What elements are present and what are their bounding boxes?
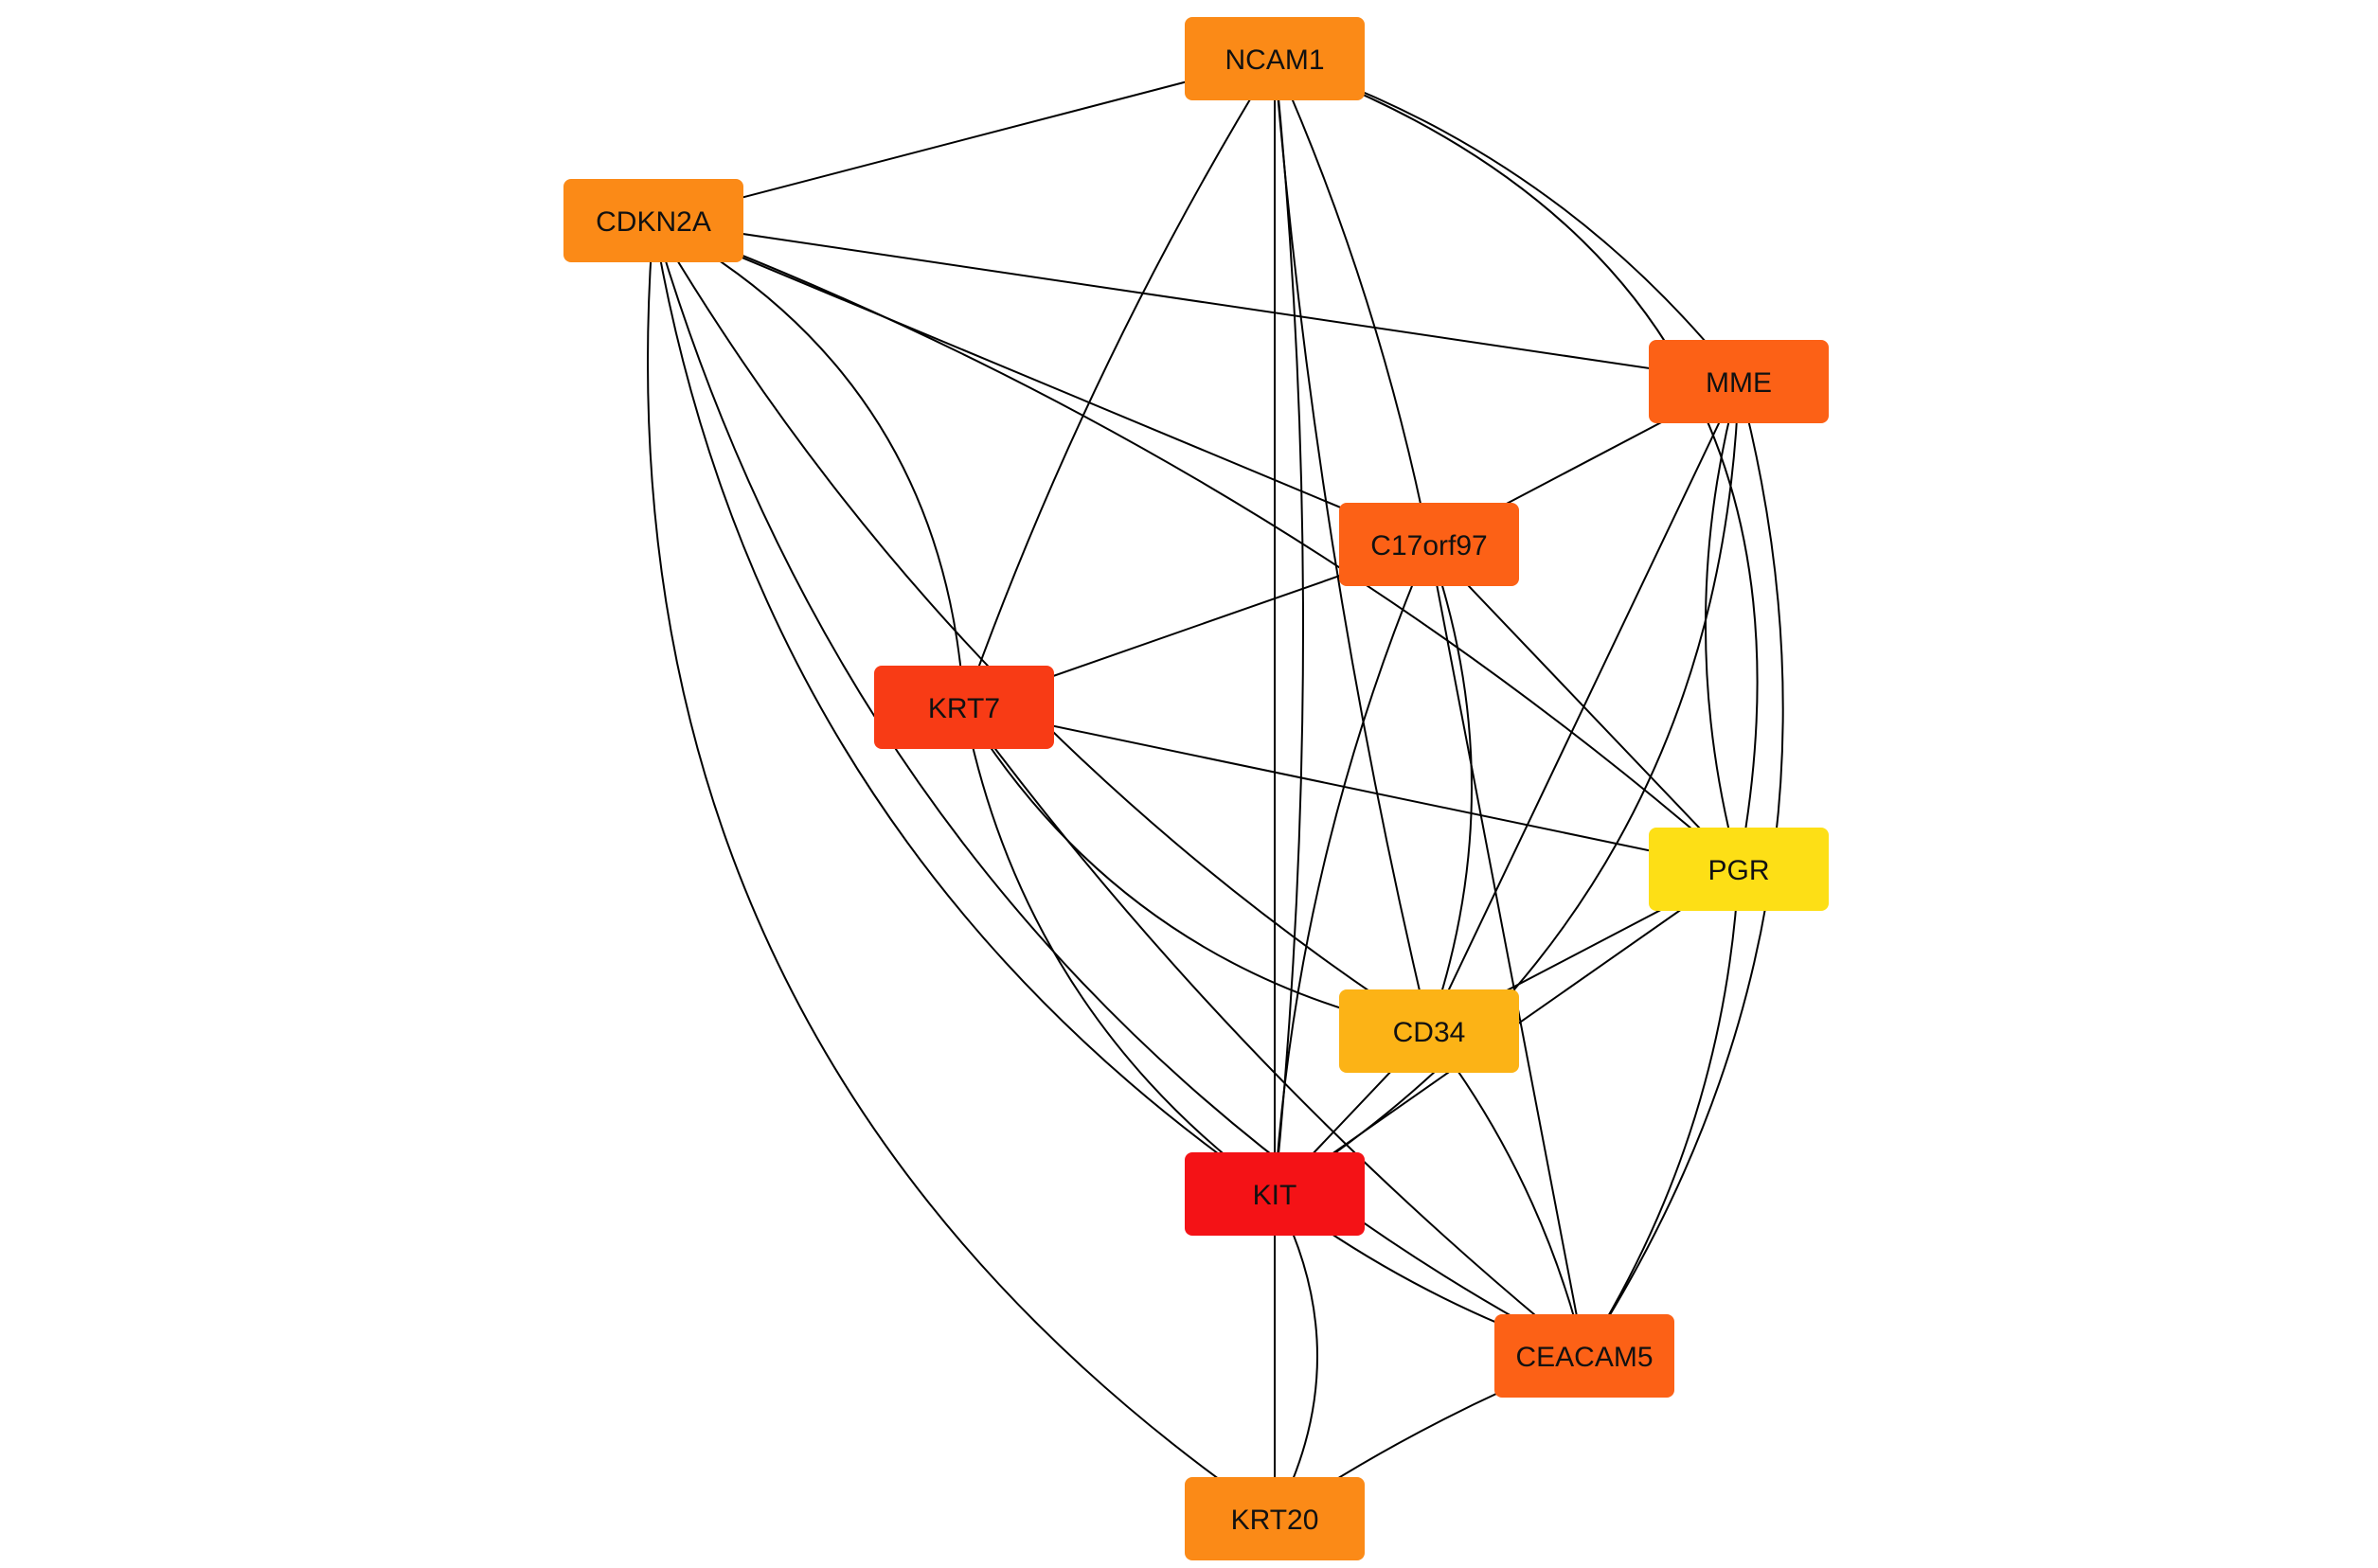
edge-c17orf97-kit bbox=[1274, 543, 1430, 1195]
edge-ncam1-c17orf97 bbox=[1274, 58, 1430, 545]
node-box[interactable] bbox=[1649, 828, 1829, 911]
node-label: PGR bbox=[1708, 855, 1769, 886]
node-box[interactable] bbox=[1185, 1152, 1365, 1236]
edge-cd34-ceacam5 bbox=[1428, 1030, 1585, 1357]
node-label: KIT bbox=[1253, 1180, 1297, 1211]
edge-mme-pgr bbox=[1705, 381, 1740, 870]
node-c17orf97[interactable]: C17orf97 bbox=[1339, 503, 1519, 586]
edge-krt7-ceacam5 bbox=[963, 706, 1585, 1357]
edge-c17orf97-ceacam5 bbox=[1428, 543, 1585, 1357]
node-ncam1[interactable]: NCAM1 bbox=[1185, 17, 1365, 100]
node-box[interactable] bbox=[1185, 17, 1365, 100]
node-label: CD34 bbox=[1393, 1017, 1466, 1048]
edge-cdkn2a-krt20 bbox=[647, 220, 1276, 1520]
edge-mme-kit bbox=[1274, 381, 1740, 1195]
edge-kit-krt20 bbox=[1274, 1193, 1318, 1520]
edge-c17orf97-cd34 bbox=[1428, 543, 1473, 1032]
node-box[interactable] bbox=[874, 666, 1054, 749]
node-mme[interactable]: MME bbox=[1649, 340, 1829, 423]
node-ceacam5[interactable]: CEACAM5 bbox=[1494, 1314, 1674, 1398]
node-box[interactable] bbox=[1649, 340, 1829, 423]
node-box[interactable] bbox=[1339, 503, 1519, 586]
node-box[interactable] bbox=[563, 179, 743, 262]
edge-cdkn2a-c17orf97 bbox=[653, 220, 1430, 545]
node-cd34[interactable]: CD34 bbox=[1339, 989, 1519, 1073]
edge-cdkn2a-kit bbox=[653, 220, 1276, 1195]
node-kit[interactable]: KIT bbox=[1185, 1152, 1365, 1236]
node-box[interactable] bbox=[1185, 1477, 1365, 1560]
edge-ncam1-krt7 bbox=[963, 58, 1276, 708]
edge-ncam1-kit bbox=[1274, 58, 1304, 1195]
node-pgr[interactable]: PGR bbox=[1649, 828, 1829, 911]
edge-ncam1-cd34 bbox=[1274, 58, 1430, 1032]
edge-krt7-pgr bbox=[963, 706, 1740, 870]
edge-cdkn2a-cd34 bbox=[653, 220, 1430, 1032]
edge-ncam1-mme bbox=[1274, 58, 1740, 383]
edge-cdkn2a-pgr bbox=[653, 220, 1740, 870]
node-label: C17orf97 bbox=[1370, 530, 1487, 561]
node-label: MME bbox=[1706, 367, 1772, 399]
node-cdkn2a[interactable]: CDKN2A bbox=[563, 179, 743, 262]
edge-cdkn2a-mme bbox=[653, 220, 1740, 383]
node-label: CDKN2A bbox=[596, 206, 711, 238]
edge-cdkn2a-ceacam5 bbox=[653, 220, 1585, 1357]
edge-cdkn2a-krt7 bbox=[653, 220, 965, 708]
edge-ncam1-pgr bbox=[1274, 58, 1759, 870]
node-label: KRT20 bbox=[1231, 1505, 1319, 1536]
edges-layer bbox=[647, 58, 1784, 1520]
node-label: KRT7 bbox=[928, 693, 1000, 724]
node-box[interactable] bbox=[1494, 1314, 1674, 1398]
node-label: CEACAM5 bbox=[1515, 1342, 1653, 1373]
edge-krt7-kit bbox=[963, 706, 1276, 1195]
edge-c17orf97-pgr bbox=[1428, 543, 1740, 870]
node-box[interactable] bbox=[1339, 989, 1519, 1073]
edge-ncam1-cdkn2a bbox=[653, 58, 1276, 222]
edge-pgr-ceacam5 bbox=[1583, 868, 1740, 1357]
node-label: NCAM1 bbox=[1225, 45, 1324, 76]
node-krt7[interactable]: KRT7 bbox=[874, 666, 1054, 749]
node-krt20[interactable]: KRT20 bbox=[1185, 1477, 1365, 1560]
